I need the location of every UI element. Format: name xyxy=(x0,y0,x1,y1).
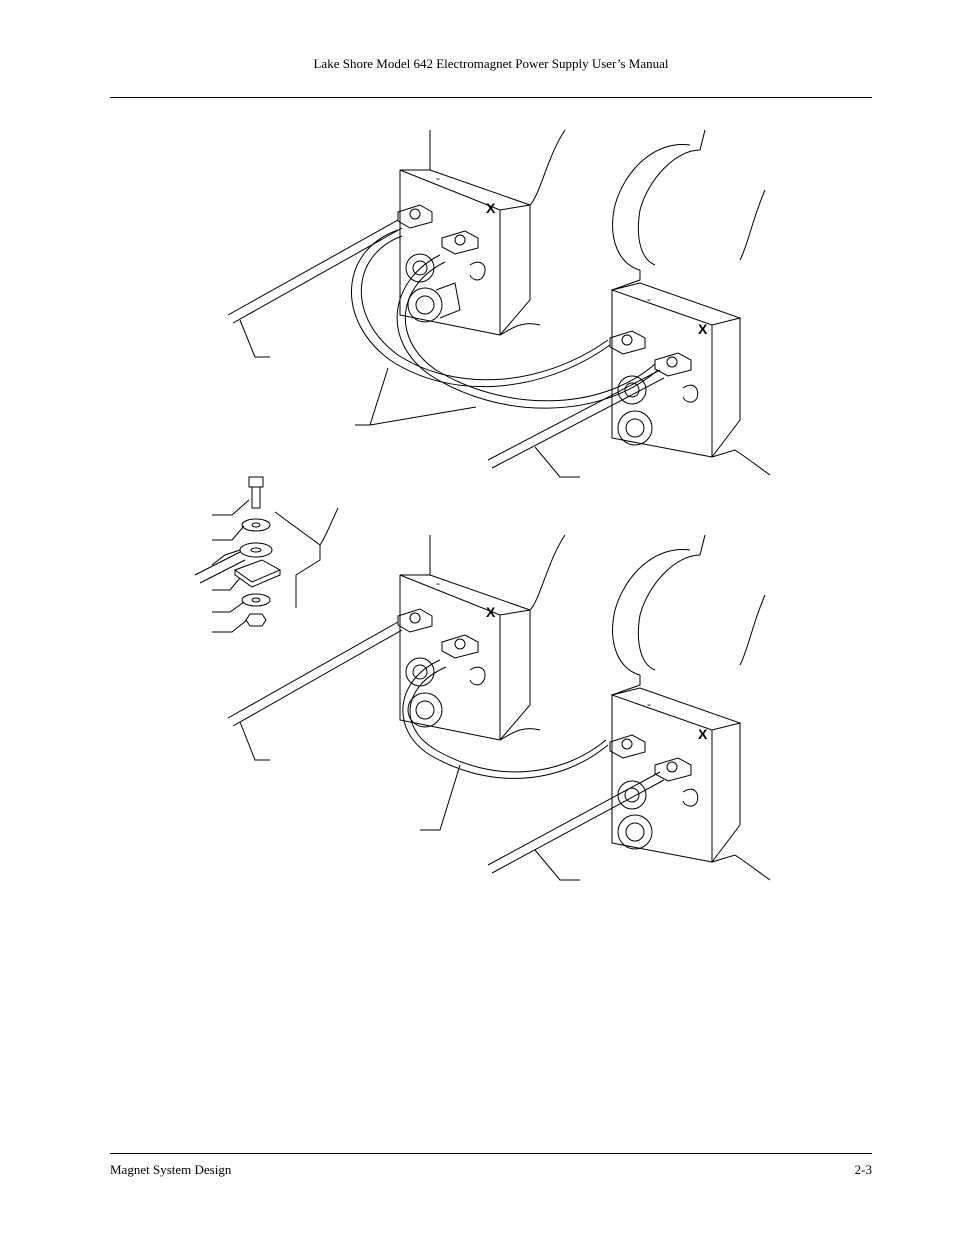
bottom-illustration: - X - X xyxy=(228,535,770,880)
terminal-x-label-3: X xyxy=(486,604,496,620)
coil-bottom xyxy=(612,535,765,695)
header-rule xyxy=(110,97,872,98)
terminal-minus-label-3: - xyxy=(436,576,440,590)
terminal-minus-label-4: - xyxy=(647,697,651,711)
magnet-1-top: - X xyxy=(398,130,565,335)
magnet-2-bottom: - X xyxy=(610,688,770,880)
footer-section: Magnet System Design xyxy=(110,1162,232,1177)
terminal-minus-label-2: - xyxy=(647,292,651,306)
page-number: 2-3 xyxy=(854,1162,872,1177)
exploded-view xyxy=(195,477,338,632)
magnet-1-bottom: - X xyxy=(398,535,565,740)
terminal-x-label-2: X xyxy=(698,321,708,337)
coil-top xyxy=(612,130,765,290)
running-header: Lake Shore Model 642 Electromagnet Power… xyxy=(313,56,669,71)
cables-bottom xyxy=(228,622,664,880)
terminal-x-label: X xyxy=(486,200,496,216)
top-illustration: - X - xyxy=(228,130,770,477)
terminal-x-label-4: X xyxy=(698,726,708,742)
footer-rule xyxy=(110,1153,872,1154)
magnet-2-top: - X xyxy=(610,283,770,475)
terminal-minus-label: - xyxy=(436,171,440,185)
cables-top xyxy=(228,220,664,477)
